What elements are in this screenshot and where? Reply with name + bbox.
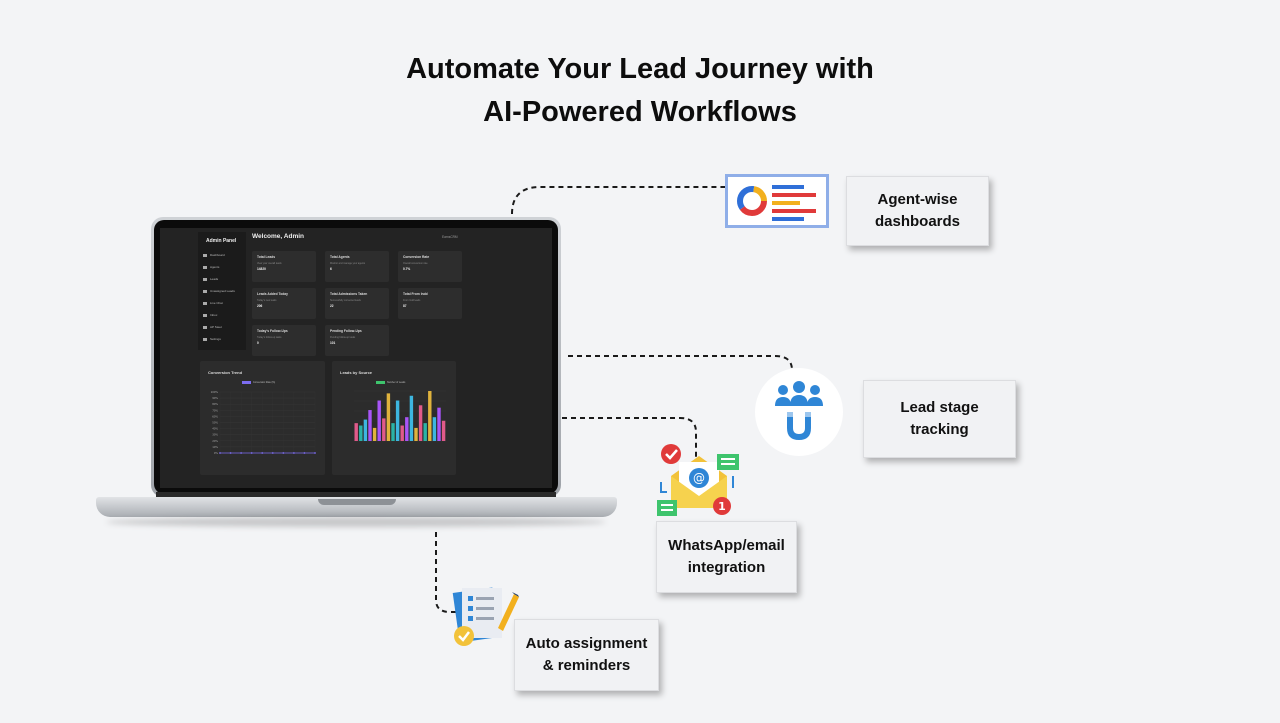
laptop-notch: [318, 499, 396, 505]
bar: [372, 427, 377, 441]
people-magnet-icon: [755, 368, 843, 456]
admin-sidebar: Admin Panel Dashboard Agents Leads Unass…: [198, 232, 246, 350]
conversion-line-chart: 100% 90% 80% 70% 60% 50% 40% 30% 20% 10% 0%: [211, 390, 316, 455]
feature-card-lead-stage: Lead stage tracking: [863, 380, 1016, 458]
laptop-base: [96, 497, 617, 517]
checklist-pen-icon: [448, 584, 522, 650]
feature-label: Auto assignment: [525, 635, 648, 652]
bar: [437, 407, 441, 441]
bar: [386, 393, 391, 441]
svg-text:@: @: [693, 471, 705, 485]
leads-by-source-title: Leads by Source: [340, 370, 373, 375]
bar: [414, 427, 418, 441]
connector-agent-dashboards: [511, 186, 725, 215]
feature-label: Agent-wise: [877, 191, 958, 208]
leads-bar-chart: [354, 390, 446, 442]
conversion-legend: Conversion Rate (%): [242, 381, 275, 384]
brand-label: EarnsCRM: [442, 235, 458, 239]
bar: [368, 410, 372, 441]
y-tick-label: 80%: [212, 402, 218, 406]
y-tick-label: 100%: [211, 390, 219, 394]
headline-line-1: Automate Your Lead Journey with: [406, 53, 874, 85]
bar: [423, 423, 427, 441]
welcome-heading: Welcome, Admin: [252, 233, 305, 240]
sidebar-item-leads[interactable]: Leads: [198, 273, 246, 285]
feature-label: dashboards: [874, 213, 961, 230]
inbox-icon: [203, 313, 207, 317]
leads-by-source-panel: Leads by Source Number of Leads: [332, 361, 456, 475]
feature-label: Lead stage: [900, 399, 979, 416]
y-tick-label: 20%: [212, 439, 218, 443]
conversion-trend-title: Conversion Trend: [208, 370, 243, 375]
bar: [391, 423, 395, 441]
bar: [432, 417, 437, 441]
email-envelope-icon: @ 1: [655, 440, 743, 520]
bar: [428, 391, 432, 441]
bar: [405, 417, 409, 441]
feature-label: integration: [687, 559, 766, 576]
laptop-lid: Admin Panel Dashboard Agents Leads Unass…: [151, 217, 561, 497]
settings-icon: [203, 337, 207, 341]
sidebar-item-settings[interactable]: Settings: [198, 333, 246, 345]
laptop-mockup: Admin Panel Dashboard Agents Leads Unass…: [96, 217, 617, 547]
svg-text:1: 1: [718, 500, 726, 513]
bar: [395, 400, 400, 441]
sidebar-item-dashboard[interactable]: Dashboard: [198, 249, 246, 261]
leads-icon: [203, 277, 207, 281]
laptop-bezel: Admin Panel Dashboard Agents Leads Unass…: [154, 220, 558, 494]
unassigned-icon: [203, 289, 207, 293]
y-tick-label: 40%: [212, 427, 218, 431]
bar: [418, 405, 423, 441]
bar: [363, 419, 368, 441]
bar: [400, 425, 404, 441]
feature-label: & reminders: [542, 657, 631, 674]
y-tick-label: 90%: [212, 396, 218, 400]
dashboard-report-icon: [725, 174, 829, 228]
bar: [441, 420, 446, 441]
dashboard-screen: Admin Panel Dashboard Agents Leads Unass…: [160, 228, 552, 488]
bar: [359, 425, 363, 441]
y-tick-label: 30%: [212, 433, 218, 437]
sidebar-item-inbox[interactable]: Inbox: [198, 309, 246, 321]
headline-line-2: AI-Powered Workflows: [483, 96, 797, 128]
feature-card-agent-dashboards: Agent-wise dashboards: [846, 176, 989, 246]
feature-label: WhatsApp/email: [668, 537, 785, 554]
y-tick-label: 70%: [212, 408, 218, 412]
bar: [377, 400, 381, 441]
source-legend: Number of Leads: [376, 381, 405, 384]
sidebar-item-sheet[interactable]: AP Steet: [198, 321, 246, 333]
feature-label: tracking: [910, 421, 969, 438]
dashboard-icon: [203, 253, 207, 257]
bar: [354, 423, 358, 441]
y-tick-label: 10%: [212, 445, 218, 449]
feature-card-whatsapp-email: WhatsApp/email integration: [656, 521, 797, 593]
conversion-trend-panel: Conversion Trend Conversion Rate (%) 100…: [200, 361, 325, 475]
y-tick-label: 0%: [214, 451, 219, 455]
sidebar-item-unassigned[interactable]: Unassigned Leads: [198, 285, 246, 297]
chat-icon: [203, 301, 207, 305]
sidebar-item-agents[interactable]: Agents: [198, 261, 246, 273]
sidebar-item-live-chat[interactable]: Live Chat: [198, 297, 246, 309]
sheet-icon: [203, 325, 207, 329]
bar: [382, 418, 386, 441]
feature-card-auto-assignment: Auto assignment & reminders: [514, 619, 659, 691]
laptop-shadow: [106, 517, 606, 527]
y-tick-label: 50%: [212, 421, 218, 425]
agents-icon: [203, 265, 207, 269]
sidebar-title: Admin Panel: [206, 238, 237, 244]
page-headline: Automate Your Lead Journey with AI-Power…: [0, 48, 1280, 134]
y-tick-label: 60%: [212, 414, 218, 418]
bar: [409, 395, 414, 441]
laptop-hinge: [156, 492, 556, 500]
